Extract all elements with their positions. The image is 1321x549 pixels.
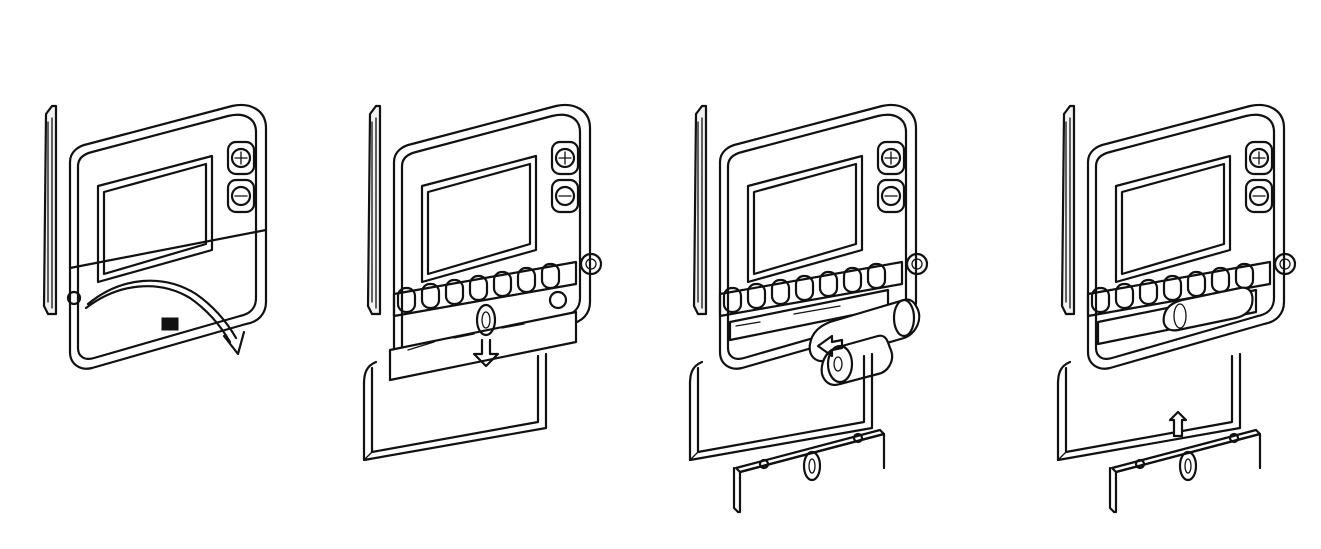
curved-arrow-icon bbox=[84, 285, 232, 344]
battery-cover-tray bbox=[1108, 428, 1262, 514]
battery-end bbox=[892, 298, 916, 338]
hinge-icon bbox=[66, 290, 82, 306]
step-4-replace-cover bbox=[1056, 103, 1297, 514]
up-arrow-icon bbox=[1168, 410, 1188, 438]
left-arrow-icon bbox=[816, 334, 844, 358]
front-cover-flap bbox=[1056, 352, 1242, 462]
step-1-thermostat-closed bbox=[42, 103, 268, 370]
latch-icon bbox=[161, 317, 179, 331]
step-3-insert-batteries bbox=[688, 103, 929, 514]
cover-seam bbox=[68, 228, 268, 270]
cover-latch-icon bbox=[475, 303, 497, 337]
step-2-cover-open bbox=[362, 103, 603, 462]
down-arrow-icon bbox=[472, 338, 500, 368]
